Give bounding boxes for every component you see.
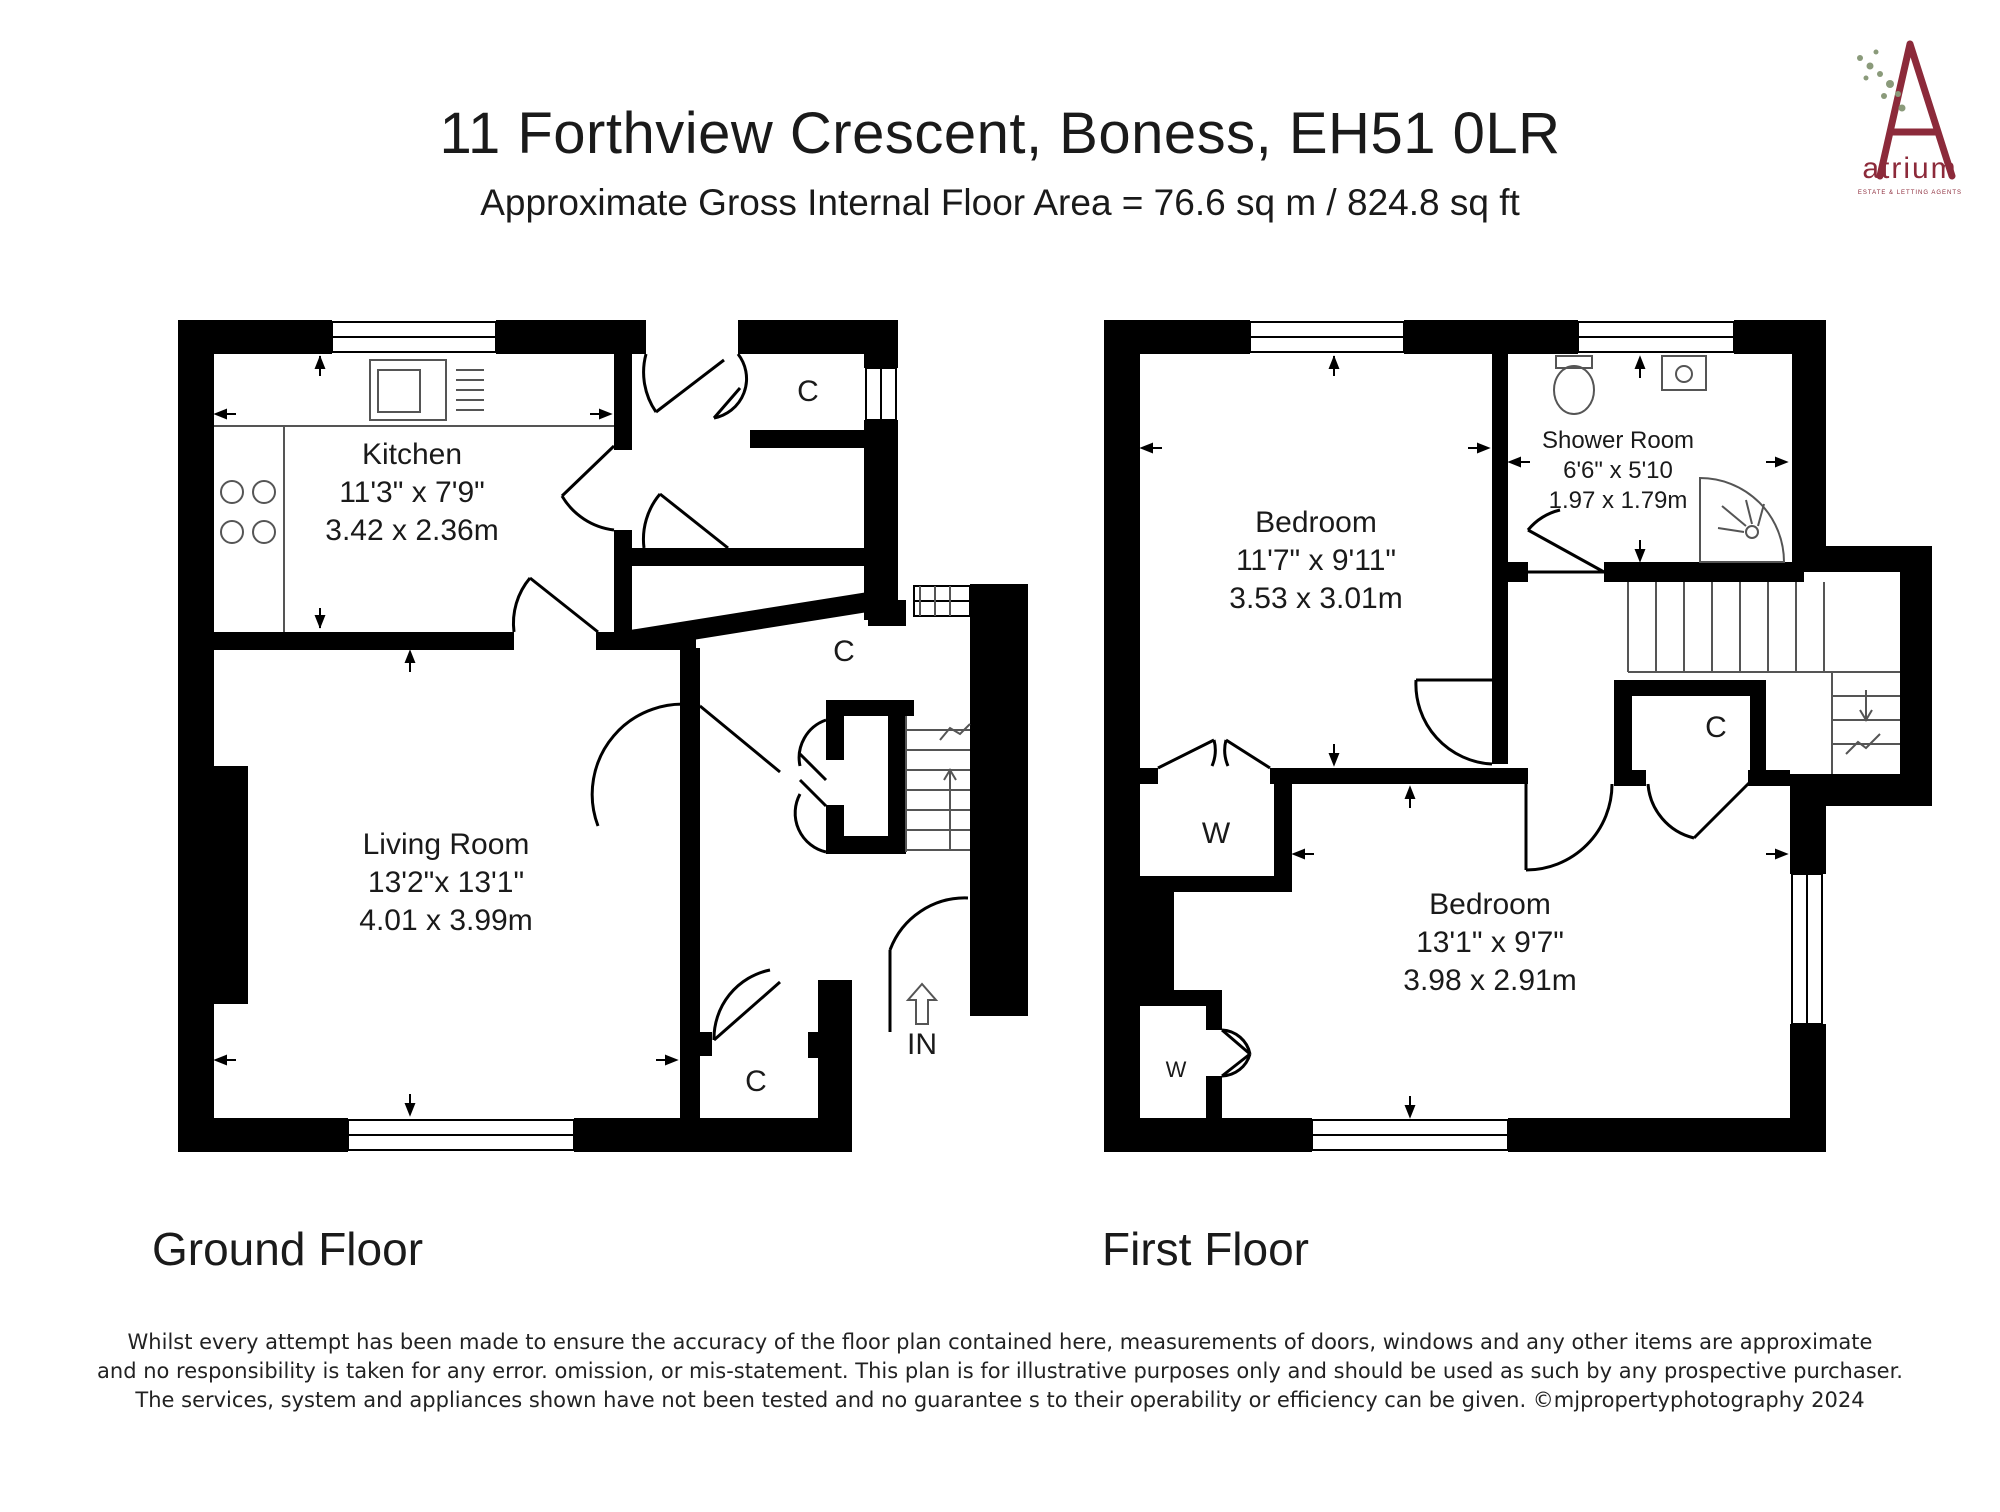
bedroom-2-metric: 3.98 x 2.91m (1403, 964, 1577, 997)
ground-floor-doors (511, 353, 969, 1042)
shower-room-fixtures (1553, 355, 1786, 563)
first-cupboard: C (1705, 711, 1727, 744)
shower-room-imperial: 6'6" x 5'10 (1563, 457, 1673, 484)
kitchen-imperial: 11'3" x 7'9" (339, 476, 485, 509)
disclaimer-text: Whilst every attempt has been made to en… (60, 1328, 1940, 1415)
living-room-imperial: 13'2"x 13'1" (367, 866, 525, 899)
disclaimer-line-3: The services, system and appliances show… (135, 1388, 1865, 1412)
bedroom-2-label: Bedroom 13'1" x 9'7" 3.98 x 2.91m (1403, 886, 1576, 1000)
floor-area-subtitle: Approximate Gross Internal Floor Area = … (480, 182, 1520, 223)
kitchen-name: Kitchen (361, 438, 463, 471)
page-title: 11 Forthview Crescent, Boness, EH51 0LR (439, 101, 1561, 166)
first-floor-windows (1249, 321, 1823, 1151)
logo-tagline: ESTATE & LETTING AGENTS (1857, 190, 1963, 196)
wardrobe-2: W (1165, 1057, 1187, 1082)
entrance-arrow-icon (905, 982, 939, 1025)
first-floor-doors (1157, 508, 1752, 1078)
bedroom-1-name: Bedroom (1255, 506, 1377, 539)
bedroom-2-name: Bedroom (1429, 888, 1551, 921)
kitchen-label: Kitchen 11'3" x 7'9" 3.42 x 2.36m (325, 436, 498, 550)
kitchen-fixtures (214, 359, 614, 632)
kitchen-metric: 3.42 x 2.36m (325, 514, 499, 547)
shower-room-metric: 1.97 x 1.79m (1548, 487, 1688, 514)
atrium-logo (1857, 40, 1956, 180)
first-floor-walls (1104, 320, 1932, 1152)
bedroom-2-imperial: 13'1" x 9'7" (1416, 926, 1564, 959)
bedroom-1-imperial: 11'7" x 9'11" (1235, 544, 1397, 577)
bedroom-1-metric: 3.53 x 3.01m (1229, 582, 1403, 615)
ground-cupboard-hall: C (833, 635, 855, 668)
entrance-label: IN (907, 1028, 937, 1061)
living-room-name: Living Room (362, 828, 530, 861)
first-floor-dimension-arrows (1139, 355, 1789, 1119)
ground-floor-stairs (905, 586, 971, 852)
ground-cupboard-top: C (797, 375, 819, 408)
first-floor-label: First Floor (1102, 1223, 1309, 1275)
bedroom-1-label: Bedroom 11'7" x 9'11" 3.53 x 3.01m (1229, 504, 1402, 618)
shower-room-label: Shower Room 6'6" x 5'10 1.97 x 1.79m (1542, 426, 1694, 516)
disclaimer-line-2: and no responsibility is taken for any e… (97, 1359, 1903, 1383)
ground-floor-windows (331, 321, 971, 1151)
ground-floor-walls (178, 320, 1028, 1152)
living-room-label: Living Room 13'2"x 13'1" 4.01 x 3.99m (359, 826, 532, 940)
wardrobe-1: W (1201, 817, 1231, 850)
ground-cupboard-bottom: C (745, 1065, 767, 1098)
ground-floor-label: Ground Floor (152, 1223, 424, 1275)
living-room-metric: 4.01 x 3.99m (359, 904, 533, 937)
shower-room-name: Shower Room (1541, 427, 1695, 454)
logo-wordmark: atrium (1862, 152, 1958, 185)
first-floor-stairs (1627, 582, 1900, 774)
disclaimer-line-1: Whilst every attempt has been made to en… (127, 1330, 1873, 1354)
ground-floor-dimension-arrows (213, 355, 679, 1117)
